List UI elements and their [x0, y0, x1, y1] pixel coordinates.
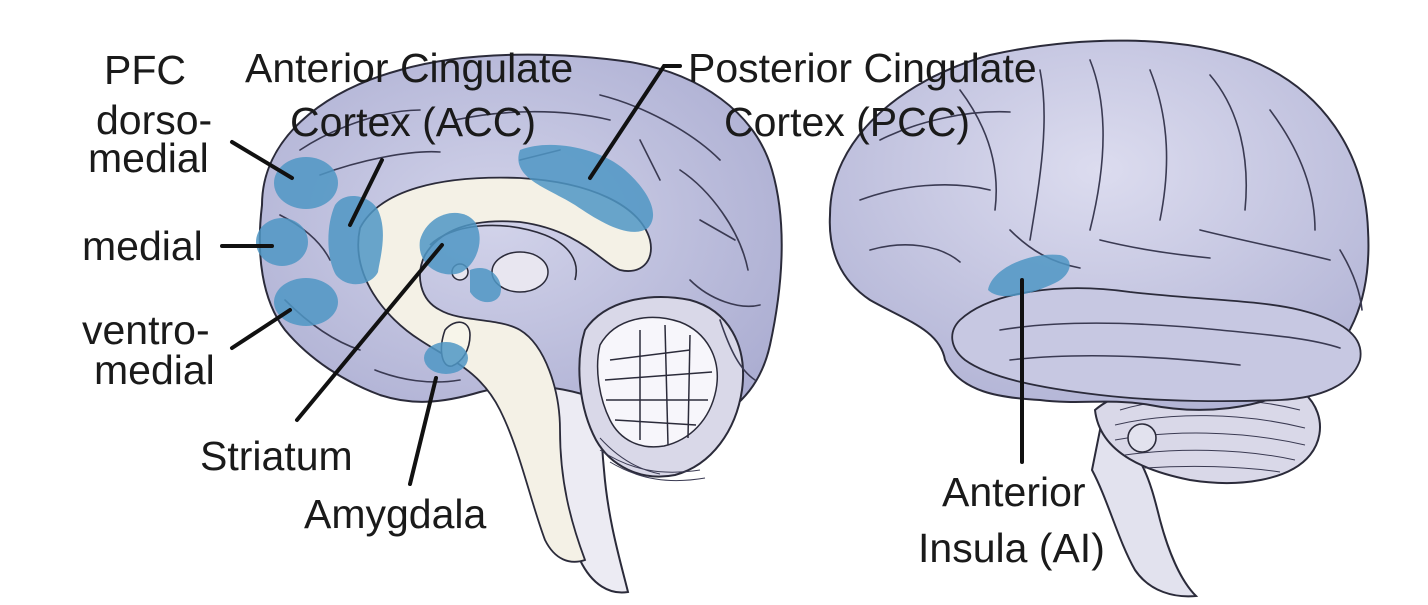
label-ai-line2: Insula (AI) — [918, 525, 1105, 571]
medial-pfc-region — [256, 218, 308, 266]
label-pcc-line2: Cortex (PCC) — [724, 99, 970, 145]
label-dorsomedial-line2: medial — [88, 135, 209, 181]
label-medial: medial — [82, 223, 203, 269]
pons-knob — [1128, 424, 1156, 452]
dorsomedial-pfc-region — [274, 157, 338, 209]
label-ventromedial-line2: medial — [94, 347, 215, 393]
label-striatum: Striatum — [200, 433, 353, 479]
label-acc-line2: Cortex (ACC) — [290, 99, 536, 145]
label-acc-line1: Anterior Cingulate — [245, 45, 573, 91]
ventromedial-pfc-region — [274, 278, 338, 326]
label-ai-line1: Anterior — [942, 469, 1086, 515]
amygdala-region — [424, 342, 468, 374]
label-pcc-line1: Posterior Cingulate — [688, 45, 1037, 91]
label-pfc: PFC — [104, 47, 186, 93]
leader-ventromedial — [232, 310, 290, 348]
label-amygdala: Amygdala — [304, 491, 487, 537]
